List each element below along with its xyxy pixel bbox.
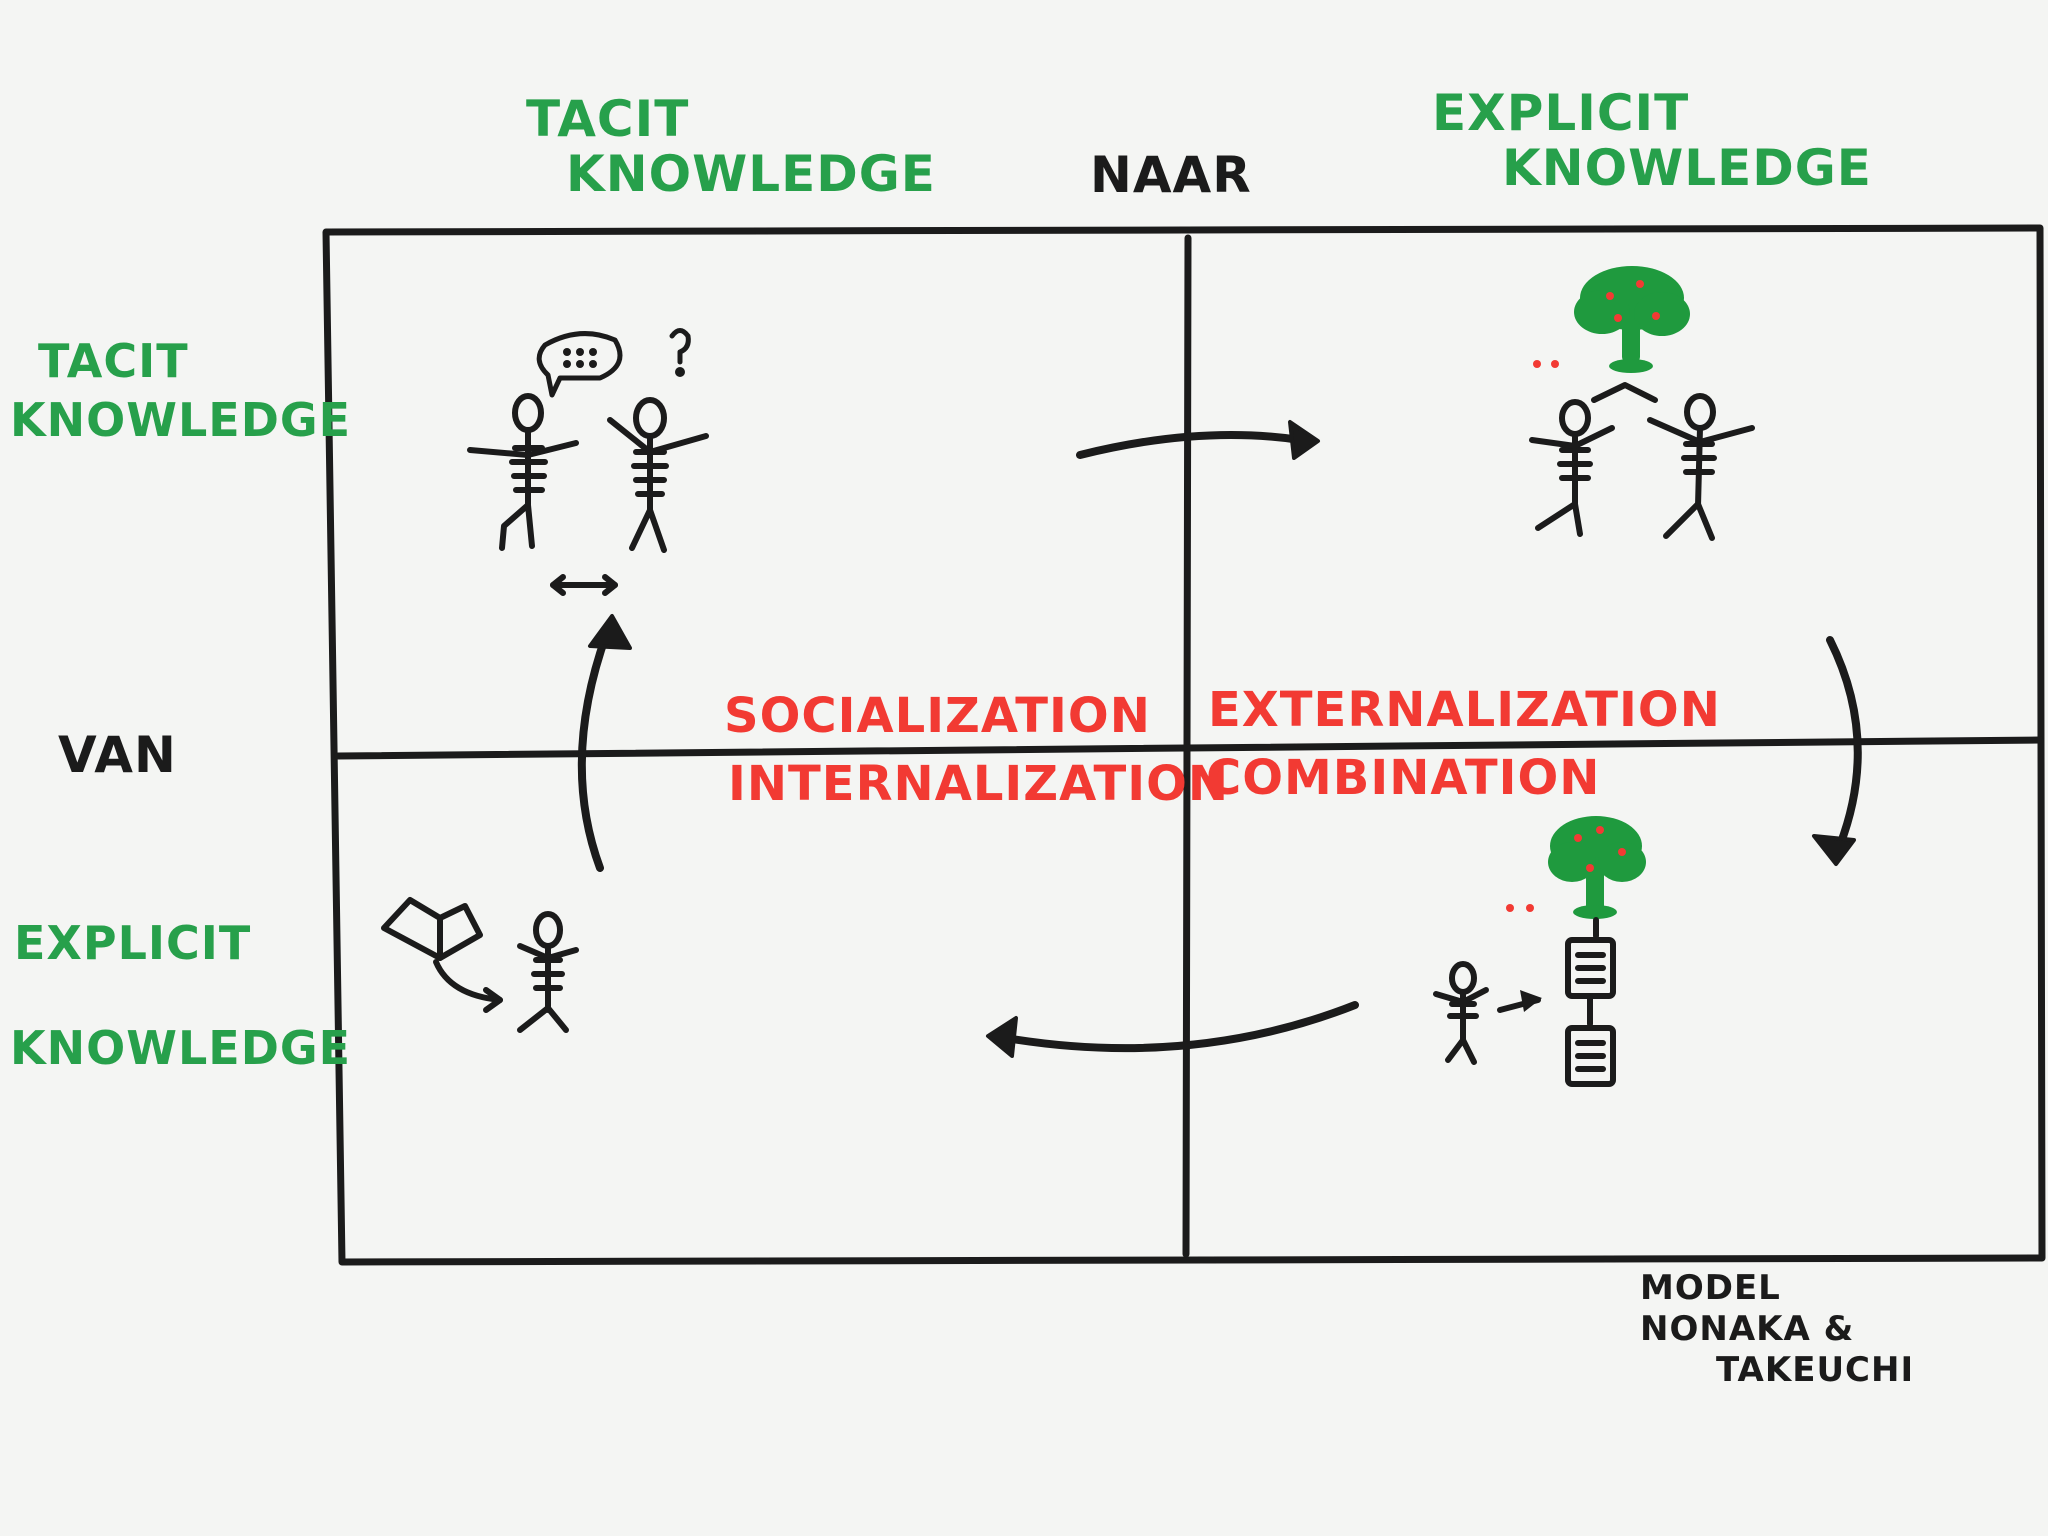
column-header-tacit-line1: TACIT [526, 90, 690, 148]
column-header-explicit: EXPLICIT KNOWLEDGE [1432, 86, 1872, 196]
model-credit-line3: TAKEUCHI [1716, 1349, 1915, 1390]
arrowhead-left [986, 1016, 1018, 1058]
phase-internalization: INTERNALIZATION [728, 756, 1230, 812]
phase-combination: COMBINATION [1206, 750, 1601, 806]
column-header-tacit: TACIT KNOWLEDGE [526, 92, 936, 203]
column-header-explicit-line2: KNOWLEDGE [1502, 139, 1872, 197]
from-label: VAN [58, 726, 177, 784]
arrow-combination-to-internalization [996, 1001, 1359, 1053]
people-conversing-icon [467, 328, 709, 596]
arrowhead-down [1812, 834, 1856, 866]
arrow-socialization-to-externalization [1076, 431, 1304, 459]
column-header-tacit-line2: KNOWLEDGE [566, 145, 936, 203]
column-header-explicit-line1: EXPLICIT [1432, 84, 1690, 142]
arrowhead-right [1288, 420, 1320, 460]
row-header-explicit-line1: EXPLICIT [14, 916, 252, 970]
phase-externalization: EXTERNALIZATION [1208, 682, 1721, 738]
row-header-tacit-line1: TACIT [38, 334, 189, 388]
model-credit-line2: NONAKA & [1640, 1308, 1855, 1349]
matrix-frame [322, 224, 2046, 1266]
model-credit-line1: MODEL [1640, 1268, 1781, 1308]
to-label: NAAR [1090, 146, 1252, 204]
matrix-horizontal-divider [334, 736, 2044, 760]
people-with-tree-icon [1529, 266, 1755, 541]
model-credit: MODEL NONAKA & TAKEUCHI [1640, 1268, 1914, 1390]
phase-socialization: SOCIALIZATION [724, 688, 1151, 744]
arrow-externalization-to-combination [1826, 636, 1862, 849]
row-header-explicit-line2: KNOWLEDGE [10, 1020, 352, 1075]
arrow-internalization-to-socialization [577, 626, 612, 872]
row-header-tacit-line2: KNOWLEDGE [10, 392, 352, 447]
row-header-explicit: EXPLICIT KNOWLEDGE [10, 916, 351, 1073]
arrowhead-up [588, 614, 632, 650]
row-header-tacit: TACIT KNOWLEDGE [10, 336, 351, 445]
book-reader-icon [381, 897, 579, 1033]
documents-with-tree-icon [1433, 816, 1646, 1087]
